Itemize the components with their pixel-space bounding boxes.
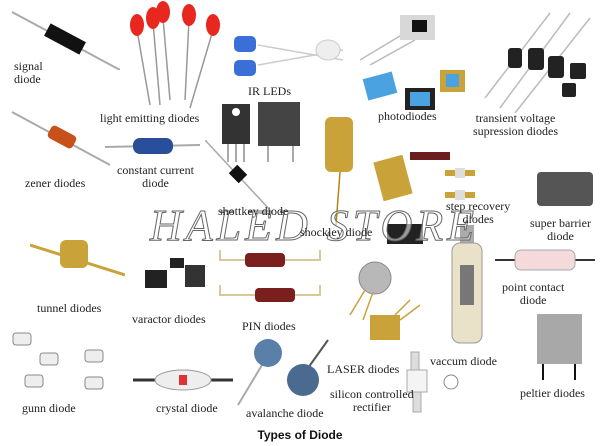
- vacuum-diode-image: [448, 225, 488, 350]
- label-pin-diodes: PIN diodes: [242, 319, 296, 333]
- point-contact-diode-image: [495, 245, 595, 275]
- label-tunnel-diodes: tunnel diodes: [37, 301, 102, 315]
- avalanche-diode-image: [228, 335, 338, 410]
- label-avalanche-diode: avalanche diode: [246, 406, 324, 420]
- scr-image: [403, 350, 463, 415]
- tunnel-diode-image: [29, 235, 126, 280]
- varactor-diode-image: [140, 250, 215, 305]
- label-peltier-diodes: peltier diodes: [520, 386, 585, 400]
- pin-diode-image: [215, 245, 325, 315]
- constant-current-diode-image: [104, 135, 201, 160]
- super-barrier-diode-image: [535, 170, 595, 210]
- led-image: [125, 0, 225, 110]
- label-gunn-diode: gunn diode: [22, 401, 76, 415]
- label-vacuum-diode: vaccum diode: [430, 354, 497, 368]
- photodiode-image: [359, 10, 470, 110]
- signal-diode-image: [10, 10, 121, 71]
- label-zener-diodes: zener diodes: [25, 176, 86, 190]
- power-diode-image: [218, 100, 303, 165]
- label-shockley-diode: shockley diode: [300, 225, 373, 239]
- gunn-diode-image: [5, 325, 120, 400]
- label-light-emitting-diodes: light emitting diodes: [100, 111, 200, 125]
- crystal-diode-image: [133, 368, 233, 393]
- rf-diode-image: [370, 150, 480, 230]
- tvs-diode-image: [480, 8, 595, 114]
- label-varactor-diodes: varactor diodes: [132, 312, 206, 326]
- label-schottky-diode: shottkey diode: [218, 204, 289, 218]
- label-photodiodes: photodiodes: [378, 109, 437, 123]
- shockley-diode-image: [320, 115, 360, 226]
- watermark: HALED STORE: [150, 201, 478, 251]
- ir-led-image: [228, 30, 348, 85]
- smd-diode-image: [385, 222, 425, 247]
- page-title: Types of Diode: [257, 428, 343, 442]
- label-laser-diodes: LASER diodes: [327, 362, 400, 376]
- label-crystal-diode: crystal diode: [156, 401, 218, 415]
- schottky-diode-image: [204, 139, 275, 211]
- laser-diode-image: [335, 260, 425, 350]
- peltier-diode-image: [535, 312, 585, 382]
- label-ir-leds: IR LEDs: [248, 84, 291, 98]
- zener-diode-image: [10, 110, 111, 170]
